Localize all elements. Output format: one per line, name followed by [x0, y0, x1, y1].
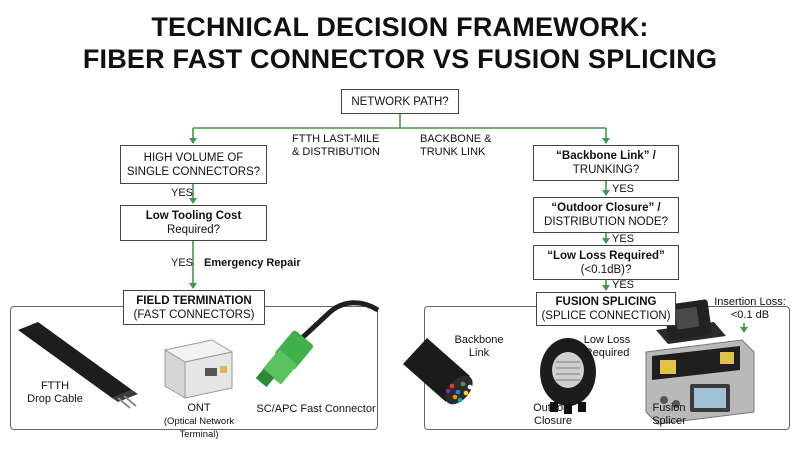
- drop-cable-illustration: [18, 322, 138, 409]
- drop-cable-caption: FTTH Drop Cable: [20, 380, 90, 406]
- left-yes-1: YES: [171, 187, 194, 199]
- right-yes-1: YES: [612, 183, 635, 195]
- right-question-3: “Low Loss Required” (<0.1dB)?: [533, 245, 679, 280]
- branch-right-label: BACKBONE & TRUNK LINK: [420, 133, 492, 159]
- left-q1-line2: SINGLE CONNECTORS?: [126, 165, 261, 178]
- outdoor-closure-illustration: [540, 338, 596, 414]
- ont-line1: ONT: [187, 402, 211, 414]
- branch-left-line2: & DISTRIBUTION: [292, 146, 381, 158]
- ont-line2: (Optical Network: [163, 416, 235, 427]
- backbone-cable-illustration: [403, 338, 473, 405]
- root-node-label: NETWORK PATH?: [351, 95, 449, 108]
- right-q2-bold: “Outdoor Closure” /: [551, 202, 661, 214]
- callout-line2: <0.1 dB: [730, 309, 770, 321]
- ont-line3: Terminal): [179, 429, 219, 440]
- page-title: TECHNICAL DECISION FRAMEWORK:: [151, 12, 649, 42]
- backbone-line2: Link: [468, 347, 490, 359]
- right-yes-2: YES: [612, 233, 635, 245]
- closure-line2: Closure: [534, 415, 572, 427]
- splicer-line2: Splicer: [652, 415, 686, 427]
- field-termination-result: FIELD TERMINATION (FAST CONNECTORS): [123, 290, 265, 325]
- right-result-line2: (SPLICE CONNECTION): [541, 310, 671, 322]
- fusion-splicer-caption: Fusion Splicer: [636, 402, 702, 428]
- page-subtitle: FIBER FAST CONNECTOR VS FUSION SPLICING: [82, 44, 718, 74]
- drop-cable-line1: FTTH: [40, 380, 70, 392]
- drop-cable-line2: Drop Cable: [27, 393, 83, 405]
- right-question-2: “Outdoor Closure” / DISTRIBUTION NODE?: [533, 197, 679, 233]
- left-yes-2: YES: [171, 257, 194, 269]
- right-yes-3: YES: [612, 279, 635, 291]
- closure-line1: Outdoor: [533, 402, 573, 414]
- fast-connector-illustration: [255, 300, 380, 388]
- outdoor-closure-caption: Outdoor Closure: [520, 402, 586, 428]
- fast-connector-caption: SC/APC Fast Connector: [256, 403, 376, 415]
- fusion-splicer-illustration: [645, 299, 755, 425]
- callout-line1: Insertion Loss:: [714, 296, 786, 308]
- root-node: NETWORK PATH?: [341, 89, 459, 114]
- left-question-1: HIGH VOLUME OF SINGLE CONNECTORS?: [120, 145, 267, 184]
- right-question-1: “Backbone Link” / TRUNKING?: [533, 145, 679, 181]
- right-q3-line2: (<0.1dB)?: [580, 263, 632, 276]
- splicer-line1: Fusion: [652, 402, 686, 414]
- low-loss-line1: Low Loss: [583, 334, 631, 346]
- ont-caption: ONT (Optical Network Terminal): [152, 402, 246, 441]
- right-q3-bold: “Low Loss Required”: [547, 249, 665, 262]
- left-q2-bold: Low Tooling Cost: [145, 210, 242, 222]
- insertion-loss-callout: Insertion Loss: <0.1 dB: [702, 296, 798, 322]
- right-q2-line2: DISTRIBUTION NODE?: [544, 216, 668, 228]
- emergency-repair-label: Emergency Repair: [204, 257, 301, 269]
- low-loss-line2: Required: [584, 347, 630, 359]
- left-result-bold: FIELD TERMINATION: [136, 294, 252, 307]
- right-result-bold: FUSION SPLICING: [555, 296, 657, 308]
- branch-right-line2: TRUNK LINK: [420, 146, 486, 158]
- right-q1-bold: “Backbone Link” /: [556, 150, 656, 162]
- branch-right-line1: BACKBONE &: [420, 133, 492, 145]
- ont-illustration: [163, 339, 234, 399]
- low-loss-caption: Low Loss Required: [574, 334, 640, 360]
- right-q1-line2: TRUNKING?: [572, 164, 640, 176]
- left-q1-line1: HIGH VOLUME OF: [143, 151, 244, 164]
- left-result-line2: (FAST CONNECTORS): [133, 308, 255, 321]
- left-question-2: Low Tooling Cost Required?: [120, 205, 267, 241]
- backbone-link-caption: Backbone Link: [446, 334, 512, 360]
- backbone-line1: Backbone: [454, 334, 504, 346]
- left-q2-line2: Required?: [166, 224, 221, 236]
- branch-left-line1: FTTH LAST-MILE: [292, 133, 380, 145]
- fusion-splicing-result: FUSION SPLICING (SPLICE CONNECTION): [536, 292, 676, 326]
- branch-left-label: FTTH LAST-MILE & DISTRIBUTION: [292, 133, 380, 159]
